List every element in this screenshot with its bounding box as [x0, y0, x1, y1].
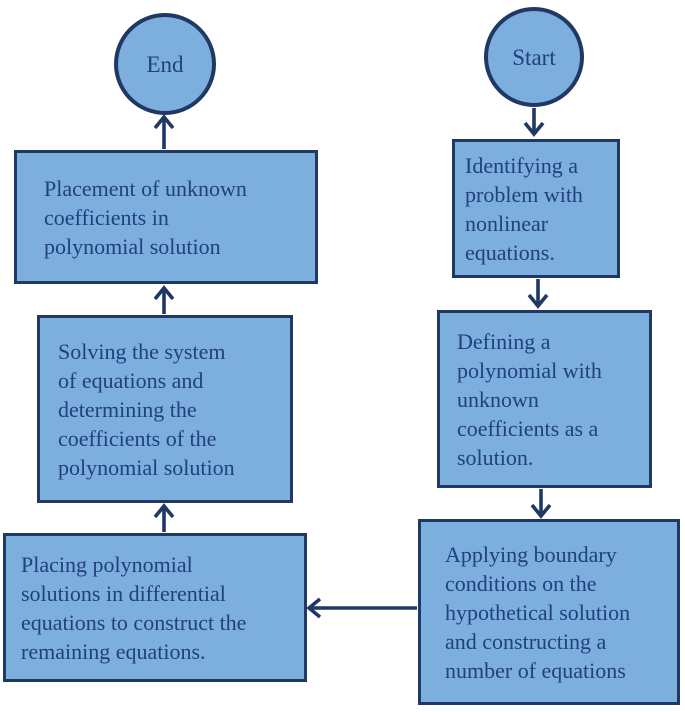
arrow-defining-to-applying: [530, 489, 552, 519]
arrow-placement-to-end: [153, 114, 175, 149]
step-placing-label: Placing polynomial solutions in differen…: [21, 551, 247, 664]
step-placement-of-coefficients: Placement of unknown coefficients in pol…: [14, 150, 318, 284]
step-applying-label: Applying boundary conditions on the hypo…: [445, 541, 631, 683]
arrow-placing-to-solving: [153, 503, 175, 532]
arrow-solving-to-placement: [153, 285, 175, 314]
step-defining-label: Defining a polynomial with unknown coeff…: [457, 328, 602, 470]
step-placing-solutions: Placing polynomial solutions in differen…: [3, 533, 307, 682]
terminal-start-label: Start: [512, 44, 556, 70]
arrow-identifying-to-defining: [527, 279, 549, 309]
step-solving-system: Solving the system of equations and dete…: [37, 315, 293, 503]
step-placement-label: Placement of unknown coefficients in pol…: [44, 175, 247, 259]
step-applying-boundary-conditions: Applying boundary conditions on the hypo…: [418, 519, 680, 705]
arrow-applying-to-placing: [306, 597, 417, 619]
step-identifying-label: Identifying a problem with nonlinear equ…: [465, 152, 583, 265]
step-identifying-problem: Identifying a problem with nonlinear equ…: [452, 139, 620, 278]
terminal-end-label: End: [146, 51, 184, 77]
terminal-start: Start: [484, 7, 584, 107]
step-defining-polynomial: Defining a polynomial with unknown coeff…: [437, 310, 652, 488]
terminal-end: End: [114, 13, 216, 115]
arrow-start-to-identifying: [523, 108, 545, 137]
step-solving-label: Solving the system of equations and dete…: [58, 338, 235, 480]
